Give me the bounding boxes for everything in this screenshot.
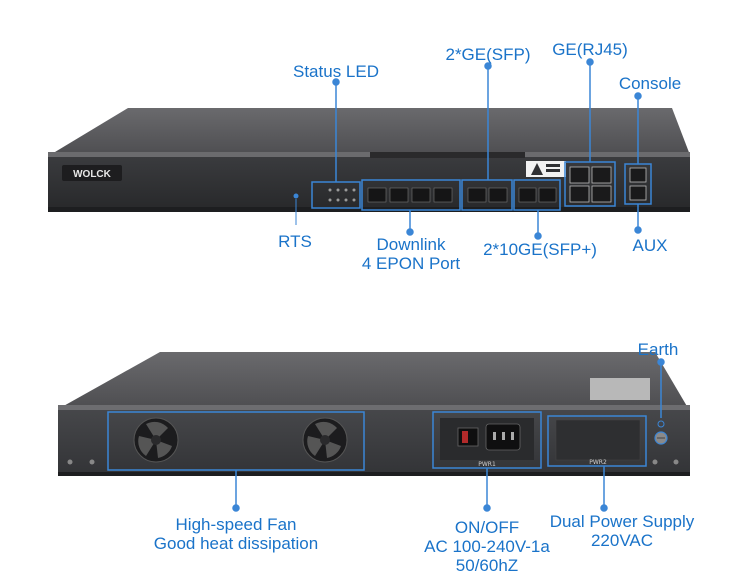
svg-text:PWR2: PWR2 xyxy=(589,459,607,466)
fan-block xyxy=(107,411,365,471)
ge-rj45-block xyxy=(564,161,616,207)
psu1-block: PWR1 xyxy=(432,411,542,469)
fan-icon xyxy=(302,417,348,463)
svg-text:PWR1: PWR1 xyxy=(478,461,496,468)
status-led-label: Status LED xyxy=(293,62,379,81)
tengig-sfp-plus-label: 2*10GE(SFP+) xyxy=(483,240,597,259)
console-label: Console xyxy=(618,74,682,93)
onoff-label-line3: 50/60hZ xyxy=(455,556,519,575)
rear-rating-sticker xyxy=(590,378,650,400)
ge-sfp-block xyxy=(461,179,513,211)
fan-label-line2: Good heat dissipation xyxy=(153,534,319,553)
ge-sfp-label: 2*GE(SFP) xyxy=(445,45,531,64)
svg-text:WOLCK: WOLCK xyxy=(73,169,112,180)
front-callout-lines xyxy=(332,58,642,240)
tengig-sfp-plus-block xyxy=(513,179,561,211)
epon-port-block xyxy=(361,179,461,211)
ge-rj45-label: GE(RJ45) xyxy=(552,40,628,59)
onoff-label-line2: AC 100-240V-1a xyxy=(424,537,550,556)
downlink-label-line2: 4 EPON Port xyxy=(361,254,461,273)
model-logo-icon xyxy=(526,161,566,177)
psu2-block: PWR2 xyxy=(547,415,647,467)
fan-icon xyxy=(133,417,179,463)
fan-label-line1: High-speed Fan xyxy=(175,515,297,534)
rts-button xyxy=(293,193,299,225)
dual-psu-label-line1: Dual Power Supply xyxy=(549,512,695,531)
console-aux-block xyxy=(624,163,652,205)
front-vent xyxy=(370,152,525,158)
rts-label: RTS xyxy=(278,232,312,251)
rear-callout-lines xyxy=(232,358,665,512)
aux-label: AUX xyxy=(632,236,668,255)
earth-label: Earth xyxy=(637,340,679,359)
downlink-label-line1: Downlink xyxy=(376,235,446,254)
dual-psu-label-line2: 220VAC xyxy=(590,531,654,550)
earth-screw-icon xyxy=(654,420,668,445)
brand-logo: WOLCK xyxy=(62,165,122,181)
onoff-label-line1: ON/OFF xyxy=(454,518,520,537)
